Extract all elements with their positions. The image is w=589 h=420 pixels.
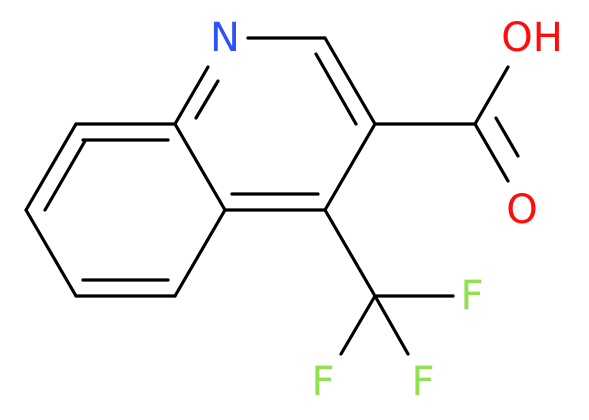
bond bbox=[323, 208, 377, 298]
bond bbox=[43, 139, 87, 212]
bond bbox=[473, 65, 510, 126]
atom-labels: N OH O F F F bbox=[210, 15, 563, 405]
bond bbox=[173, 122, 227, 212]
bond bbox=[173, 65, 210, 126]
bond bbox=[194, 79, 220, 120]
bond bbox=[323, 36, 377, 126]
bond bbox=[494, 116, 520, 158]
hydroxyl-label: OH bbox=[501, 15, 563, 61]
bond bbox=[314, 52, 358, 126]
bonds bbox=[24, 36, 520, 356]
fluorine-atom-label: F bbox=[460, 273, 483, 319]
bond bbox=[473, 122, 510, 183]
bond bbox=[24, 122, 78, 212]
bond bbox=[24, 208, 78, 298]
fluorine-atom-label: F bbox=[411, 359, 434, 405]
fluorine-atom-label: F bbox=[311, 359, 334, 405]
bond bbox=[323, 122, 377, 212]
bond bbox=[339, 294, 377, 356]
bond bbox=[173, 208, 227, 298]
nitrogen-atom-label: N bbox=[210, 15, 240, 61]
carbonyl-oxygen-label: O bbox=[506, 187, 537, 233]
bond bbox=[373, 294, 410, 356]
